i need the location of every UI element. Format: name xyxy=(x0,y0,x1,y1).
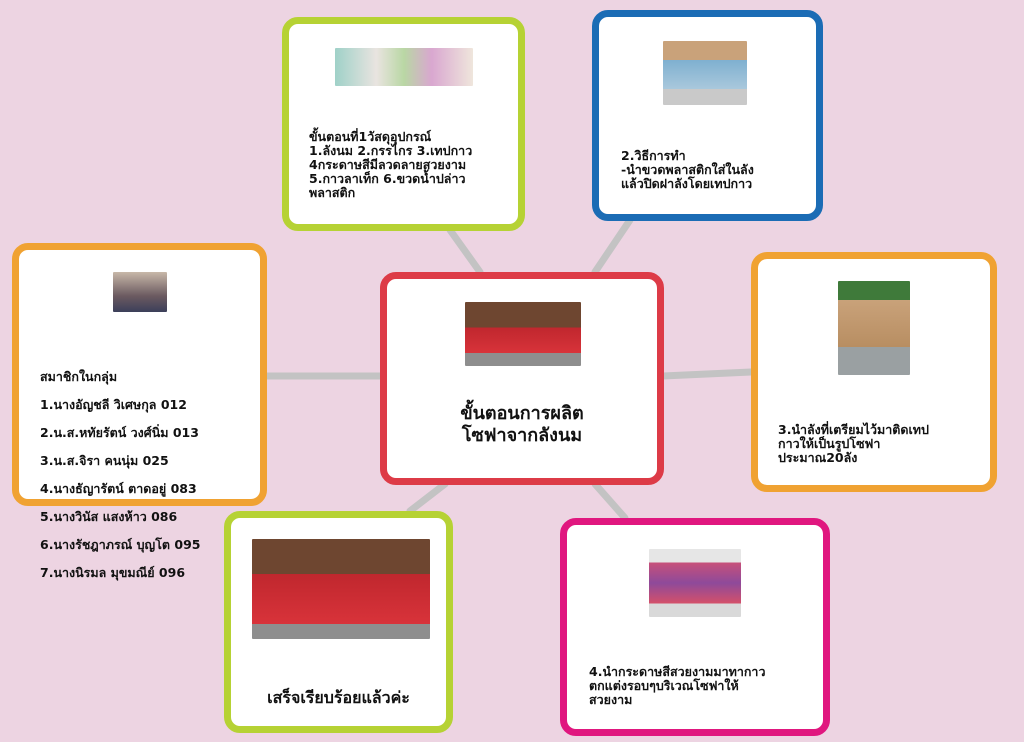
step2-text: 2.วิธีการทำ -นำขวดพลาสติกใส่ในลัง แล้วปิ… xyxy=(621,148,754,191)
member-item: 7.นางนิรมล มุขมณีย์ 096 xyxy=(40,565,186,580)
materials-text: ขั้นตอนที่1วัสดุอุปกรณ์ 1.ลังนม 2.กรรไกร… xyxy=(309,129,473,200)
step2-box: 2.วิธีการทำ -นำขวดพลาสติกใส่ในลัง แล้วปิ… xyxy=(592,10,823,221)
step3-box: 3.นำลังที่เตรียมไว้มาติดเทป กาวให้เป็นรู… xyxy=(751,252,997,492)
step4-box: 4.นำกระดาษสีสวยงามมาทากาว ตกแต่งรอบๆบริเ… xyxy=(560,518,830,736)
members-heading: สมาชิกในกลุ่ม xyxy=(40,369,118,384)
finished-box: เสร็จเรียบร้อยแล้วค่ะ xyxy=(224,511,453,733)
center-title-line: ขั้นตอนการผลิต xyxy=(460,403,584,424)
connector-step3 xyxy=(659,368,755,380)
connector-step2 xyxy=(591,216,634,276)
finished-text: เสร็จเรียบร้อยแล้วค่ะ xyxy=(267,688,410,707)
member-item: 4.นางธัญารัตน์ ตาดอยู่ 083 xyxy=(40,481,197,496)
step4-photo xyxy=(649,549,741,617)
connector-materials xyxy=(446,226,484,276)
center-box: ขั้นตอนการผลิต โซฟาจากลังนม xyxy=(380,272,664,485)
members-photo xyxy=(113,272,167,312)
connector-step4 xyxy=(591,480,629,522)
step4-text: 4.นำกระดาษสีสวยงามมาทากาว ตกแต่งรอบๆบริเ… xyxy=(589,664,766,707)
member-item: 3.น.ส.จิรา คนนุ่ม 025 xyxy=(40,453,169,468)
step3-photo xyxy=(838,281,910,375)
member-item: 5.นางวินัส แสงห้าว 086 xyxy=(40,509,178,524)
member-item: 2.น.ส.หทัยรัตน์ วงศ์นิ่ม 013 xyxy=(40,425,199,440)
materials-box: ขั้นตอนที่1วัสดุอุปกรณ์ 1.ลังนม 2.กรรไกร… xyxy=(282,17,525,231)
step2-photo xyxy=(663,41,747,105)
member-item: 1.นางอัญชลี วิเศษกุล 012 xyxy=(40,397,187,412)
sofa-photo xyxy=(465,302,581,366)
member-item: 6.นางรัชฎาภรณ์ บุญโต 095 xyxy=(40,537,201,552)
center-title-line: โซฟาจากลังนม xyxy=(461,425,583,446)
center-title: ขั้นตอนการผลิต โซฟาจากลังนม xyxy=(387,403,657,447)
members-box: สมาชิกในกลุ่ม 1.นางอัญชลี วิเศษกุล 012 2… xyxy=(12,243,267,580)
members-list: สมาชิกในกลุ่ม 1.นางอัญชลี วิเศษกุล 012 2… xyxy=(40,356,201,594)
connector-finished xyxy=(406,480,449,515)
materials-photo xyxy=(335,48,473,86)
finished-sofa-photo xyxy=(252,539,430,639)
step3-text: 3.นำลังที่เตรียมไว้มาติดเทป กาวให้เป็นรู… xyxy=(778,422,929,465)
